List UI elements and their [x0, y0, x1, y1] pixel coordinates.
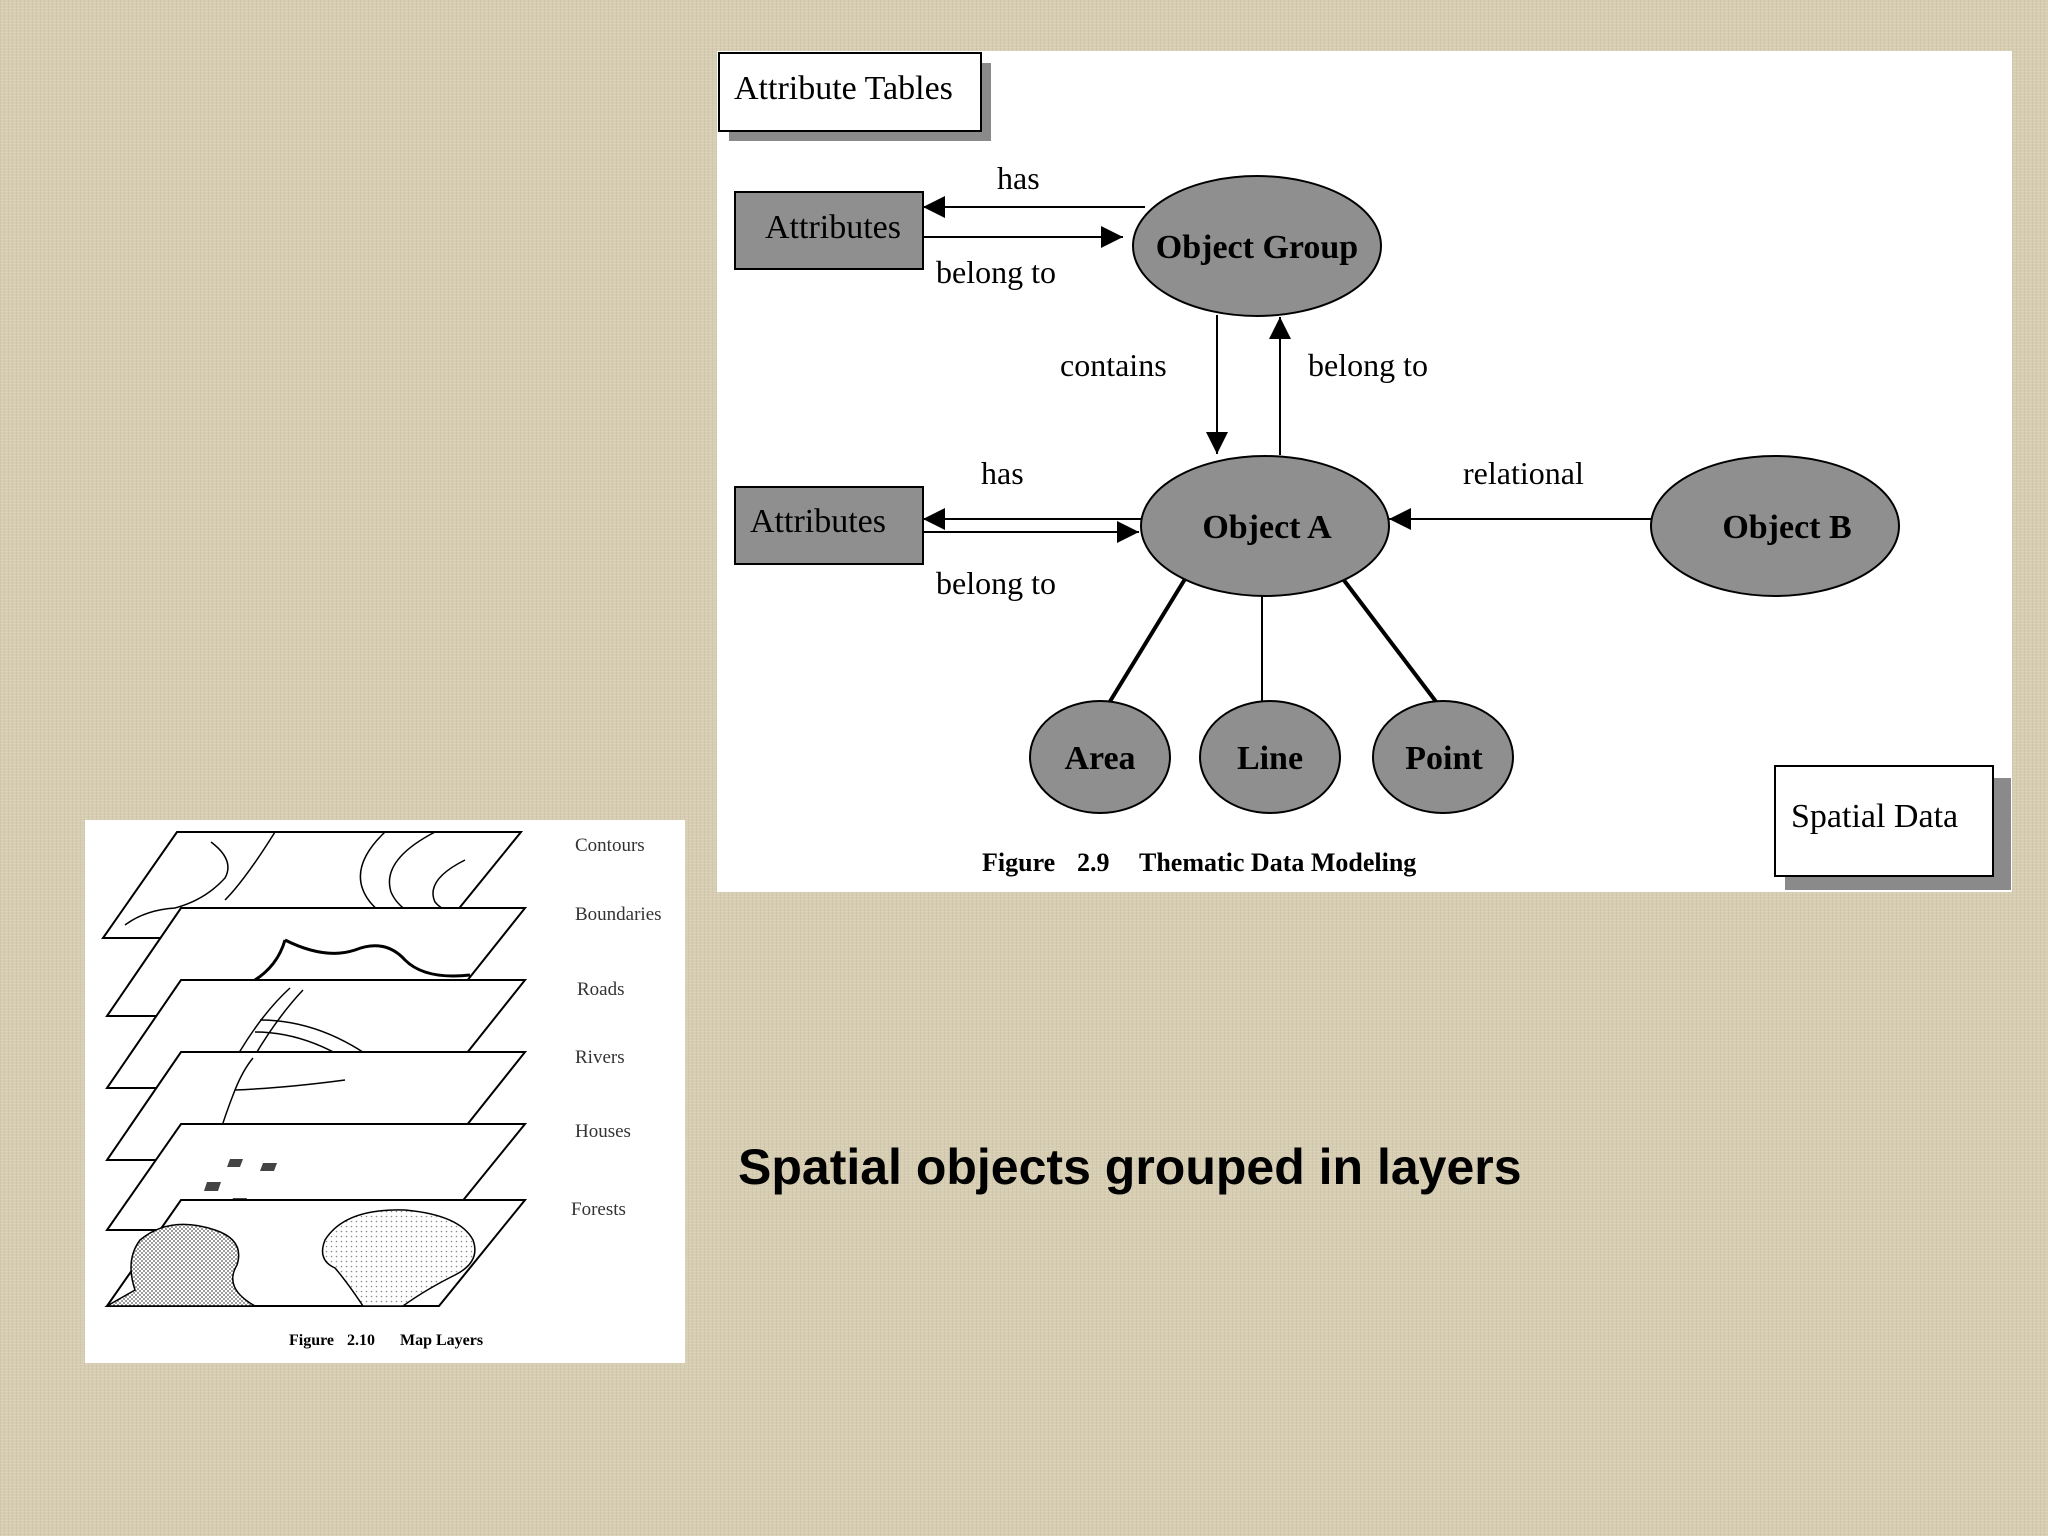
attributes-node-bottom: Attributes	[734, 486, 924, 565]
area-node	[1029, 700, 1171, 814]
attribute-tables-box: Attribute Tables	[718, 52, 991, 141]
line-node	[1199, 700, 1341, 814]
layer-forests	[104, 1199, 528, 1307]
diagram-edges	[923, 196, 1653, 705]
thematic-diagram-svg: Attribute Tables Spatial Data Attributes…	[718, 52, 2011, 890]
line-label: Line	[1237, 740, 1303, 777]
label-belong-to-top: belong to	[936, 254, 1056, 290]
spatial-data-label: Spatial Data	[1791, 798, 1958, 835]
map-layers-svg: Contours Boundaries Roads Rivers Houses …	[101, 831, 662, 1349]
object-group-label: Object Group	[1156, 229, 1358, 266]
edge-point	[1341, 577, 1439, 705]
area-label: Area	[1064, 740, 1135, 777]
figure-2-9-number: 2.9	[1077, 848, 1110, 877]
edge-area	[1107, 577, 1187, 705]
label-belong-to-mid: belong to	[1308, 347, 1428, 383]
spatial-data-box: Spatial Data	[1774, 765, 2011, 890]
layer-label-roads: Roads	[577, 979, 625, 1000]
figure-2-10-title: Map Layers	[400, 1332, 483, 1349]
object-a-label: Object A	[1202, 509, 1332, 546]
object-b-node	[1650, 455, 1900, 597]
figure-2-9-label: Figure	[982, 848, 1055, 877]
label-contains: contains	[1060, 347, 1167, 383]
attribute-tables-label: Attribute Tables	[734, 70, 953, 107]
label-has-top: has	[997, 160, 1040, 196]
attributes-node-top: Attributes	[734, 191, 924, 270]
slide-caption: Spatial objects grouped in layers	[738, 1139, 1522, 1195]
figure-2-9-title: Thematic Data Modeling	[1139, 848, 1416, 877]
point-label: Point	[1405, 740, 1483, 777]
object-group-node	[1132, 175, 1382, 317]
layer-label-forests: Forests	[571, 1199, 626, 1220]
object-a-node	[1140, 455, 1390, 597]
object-b-label: Object B	[1722, 509, 1851, 546]
thematic-data-modeling-figure: Attribute Tables Spatial Data Attributes…	[717, 51, 2012, 892]
label-belong-to-bottom: belong to	[936, 565, 1056, 601]
label-relational: relational	[1463, 455, 1584, 491]
layer-label-contours: Contours	[575, 835, 645, 856]
attributes-top-label: Attributes	[765, 209, 901, 246]
point-node	[1372, 700, 1514, 814]
attributes-bottom-label: Attributes	[750, 503, 886, 540]
layer-label-rivers: Rivers	[575, 1047, 625, 1068]
layer-label-boundaries: Boundaries	[575, 904, 662, 925]
layer-label-houses: Houses	[575, 1121, 631, 1142]
figure-2-10-number: 2.10	[347, 1332, 375, 1349]
map-layers-figure: Contours Boundaries Roads Rivers Houses …	[85, 820, 685, 1363]
figure-2-10-label: Figure	[289, 1332, 334, 1349]
label-has-bottom: has	[981, 455, 1024, 491]
